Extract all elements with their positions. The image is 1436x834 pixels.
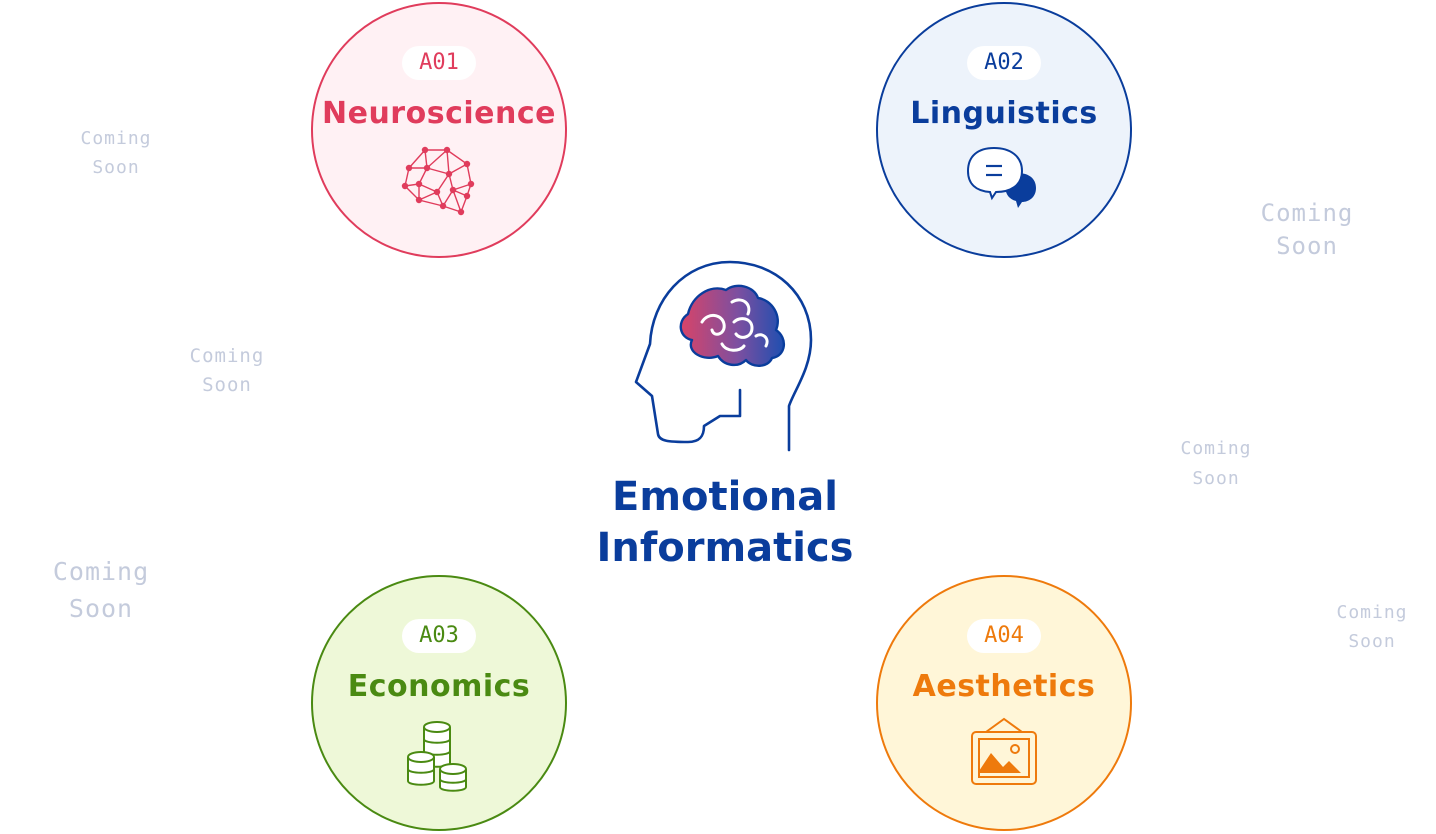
node-code: A02 (967, 46, 1041, 80)
node-economics[interactable]: A03 Economics (311, 575, 567, 831)
node-title: Aesthetics (912, 669, 1096, 704)
speech-bubbles-icon (966, 146, 1042, 216)
node-code: A01 (402, 46, 476, 80)
node-neuroscience[interactable]: A01 Neuroscience (311, 2, 567, 258)
node-title: Linguistics (910, 96, 1098, 131)
head-brain-icon (628, 256, 818, 456)
node-code: A03 (402, 619, 476, 653)
coin-stacks-icon (406, 719, 472, 797)
node-title: Neuroscience (322, 96, 556, 131)
neural-network-icon (401, 144, 477, 220)
node-code: A04 (967, 619, 1041, 653)
node-title: Economics (347, 669, 531, 704)
center-title: Emotional Informatics (596, 474, 854, 571)
node-aesthetics[interactable]: A04 Aesthetics (876, 575, 1132, 831)
node-linguistics[interactable]: A02 Linguistics (876, 2, 1132, 258)
framed-picture-icon (969, 717, 1039, 791)
